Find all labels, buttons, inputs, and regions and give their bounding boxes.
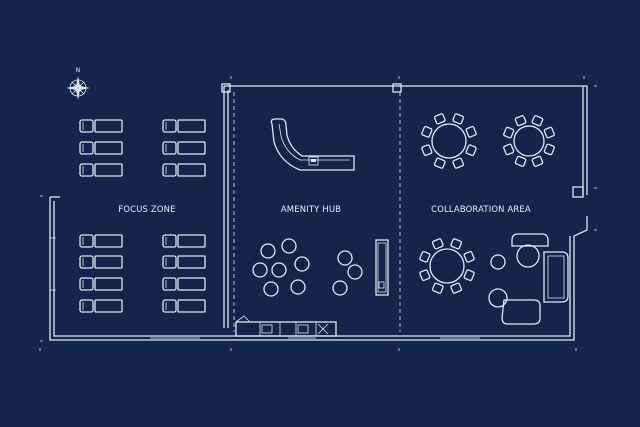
amenity-counter	[270, 118, 355, 171]
desk-workstation	[79, 299, 123, 313]
desk-workstation	[79, 255, 123, 269]
lounge-sofa	[488, 233, 569, 325]
stool	[290, 279, 306, 295]
round-table	[503, 115, 555, 167]
desk-workstation	[162, 299, 206, 313]
stool	[332, 280, 348, 296]
focus-desks	[79, 119, 206, 313]
desk-workstation	[79, 141, 123, 155]
amenity-cabinet	[375, 239, 389, 296]
stool	[260, 243, 276, 259]
grid-ticks	[39, 76, 597, 351]
stool	[281, 238, 297, 254]
round-table	[421, 113, 477, 169]
desk-workstation	[79, 119, 123, 133]
desk-workstation	[79, 277, 123, 291]
desk-workstation	[162, 277, 206, 291]
stool	[252, 262, 268, 278]
stool	[347, 264, 363, 280]
desk-workstation	[162, 141, 206, 155]
round-table	[419, 238, 475, 294]
desk-workstation	[79, 163, 123, 177]
compass-north-label: N	[76, 67, 81, 74]
compass-icon: N	[66, 67, 90, 100]
desk-workstation	[162, 163, 206, 177]
focus-zone-label: FOCUS ZONE	[118, 204, 175, 214]
amenity-hub-label: AMENITY HUB	[281, 204, 341, 214]
amenity-stools	[252, 238, 363, 297]
stool	[271, 262, 287, 278]
collaboration-tables	[419, 113, 555, 294]
desk-workstation	[162, 234, 206, 248]
desk-workstation	[79, 234, 123, 248]
amenity-base-cabinets	[235, 315, 337, 337]
stool	[337, 250, 353, 266]
stool	[263, 281, 279, 297]
desk-workstation	[162, 119, 206, 133]
stool	[294, 256, 310, 272]
desk-workstation	[162, 255, 206, 269]
collaboration-area-label: COLLABORATION AREA	[431, 204, 531, 214]
